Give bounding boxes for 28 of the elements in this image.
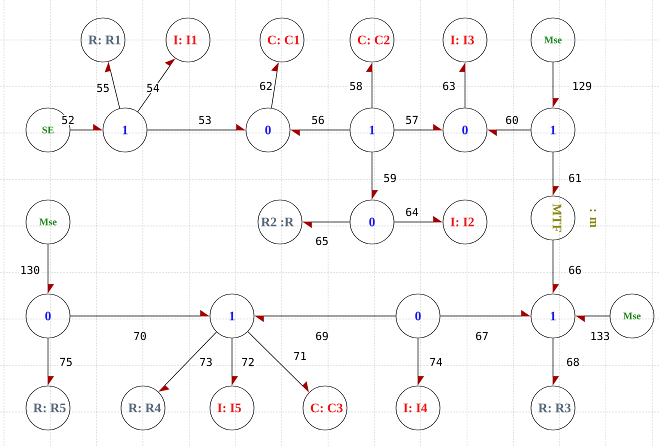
bond-number: 52 <box>60 114 76 126</box>
bond-number: 55 <box>95 82 111 94</box>
bond-number: 64 <box>404 206 420 218</box>
bond-number: 60 <box>504 114 520 126</box>
bond-number: 74 <box>428 356 444 367</box>
bond-number: 71 <box>292 350 308 361</box>
bond-number: 65 <box>314 236 330 246</box>
bond-number: 69 <box>314 330 330 342</box>
bond-number: 56 <box>310 114 326 126</box>
bond-number: 59 <box>382 172 398 184</box>
bond-number: 61 <box>567 172 583 184</box>
bond-number: 62 <box>258 80 274 92</box>
bond-number: 53 <box>197 114 213 126</box>
bond-number: 67 <box>474 330 490 342</box>
bond-number: 68 <box>565 356 581 368</box>
node-label: : m <box>590 209 596 228</box>
bond-number: 63 <box>441 80 457 92</box>
bond-number: 57 <box>404 114 420 126</box>
bond-number: 129 <box>571 80 593 92</box>
bond-number: 70 <box>132 330 148 342</box>
bond-number: 73 <box>198 356 214 368</box>
bond-number: 54 <box>145 82 161 94</box>
bond-number: 75 <box>58 356 74 368</box>
bond-number: 66 <box>567 264 583 276</box>
bond-number: 72 <box>240 356 256 368</box>
bond-number: 130 <box>19 264 41 276</box>
bond-number: 133 <box>589 330 611 342</box>
bond-number: 58 <box>348 80 364 92</box>
